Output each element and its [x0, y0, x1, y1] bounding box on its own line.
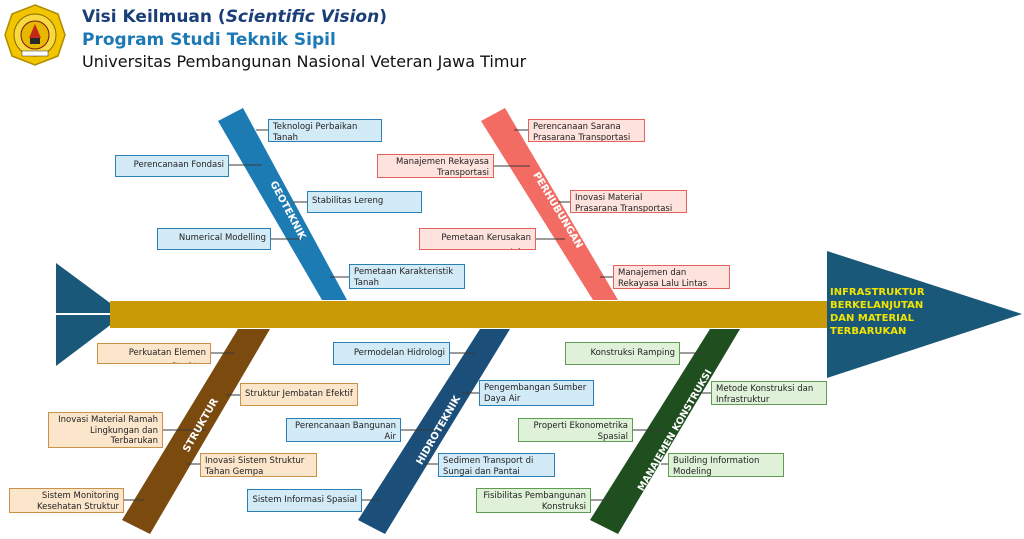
bone-struktur — [122, 329, 270, 534]
struktur-item: Perkuatan Elemen Struktur — [97, 343, 211, 364]
manajemen-item: Metode Konstruksi dan Infrastruktur — [711, 381, 827, 405]
manajemen-item: Fisibilitas Pembangunan Konstruksi — [476, 488, 591, 513]
hidroteknik-item: Sistem Informasi Spasial — [247, 489, 362, 512]
struktur-item: Struktur Jembatan Efektif — [240, 383, 358, 406]
bone-manajemen — [590, 329, 740, 534]
perhubungan-item: Pemetaan Kerusakan Jalan — [419, 228, 536, 250]
university-seal-icon — [4, 4, 66, 66]
geoteknik-item: Numerical Modelling — [157, 228, 271, 250]
university-name: Universitas Pembangunan Nasional Veteran… — [82, 52, 527, 71]
geoteknik-item: Stabilitas Lereng — [307, 191, 422, 213]
perhubungan-item: Manajemen Rekayasa Transportasi — [377, 154, 494, 178]
manajemen-item: Building Information Modeling — [668, 453, 784, 477]
perhubungan-item: Manajemen dan Rekayasa Lalu Lintas — [613, 265, 730, 289]
fish-head — [827, 251, 1022, 378]
head-label: INFRASTRUKTUR BERKELANJUTAN DAN MATERIAL… — [830, 287, 925, 337]
bone-geoteknik — [218, 108, 347, 300]
program-name: Program Studi Teknik Sipil — [82, 30, 336, 50]
perhubungan-item: Perencanaan Sarana Prasarana Transportas… — [528, 119, 645, 142]
geoteknik-item: Perencanaan Fondasi — [115, 155, 229, 177]
manajemen-item: Properti Ekonometrika Spasial — [518, 418, 633, 442]
perhubungan-item: Inovasi Material Prasarana Transportasi — [570, 190, 687, 213]
page-title: Visi Keilmuan (Scientific Vision) — [82, 7, 387, 27]
struktur-item: Inovasi Material Ramah Lingkungan dan Te… — [48, 412, 163, 448]
hidroteknik-item: Pengembangan Sumber Daya Air — [479, 380, 594, 406]
hidroteknik-item: Permodelan Hidrologi — [333, 342, 450, 365]
manajemen-item: Konstruksi Ramping — [565, 342, 680, 365]
struktur-item: Sistem Monitoring Kesehatan Struktur — [9, 488, 124, 513]
fish-spine — [110, 301, 835, 328]
geoteknik-item: Teknologi Perbaikan Tanah — [268, 119, 382, 142]
bone-perhubungan — [481, 108, 618, 300]
bone-hidroteknik — [358, 329, 510, 534]
struktur-item: Inovasi Sistem Struktur Tahan Gempa — [200, 453, 317, 477]
hidroteknik-item: Perencanaan Bangunan Air — [286, 418, 401, 442]
hidroteknik-item: Sedimen Transport di Sungai dan Pantai — [438, 453, 555, 477]
geoteknik-item: Pemetaan Karakteristik Tanah — [349, 264, 465, 289]
